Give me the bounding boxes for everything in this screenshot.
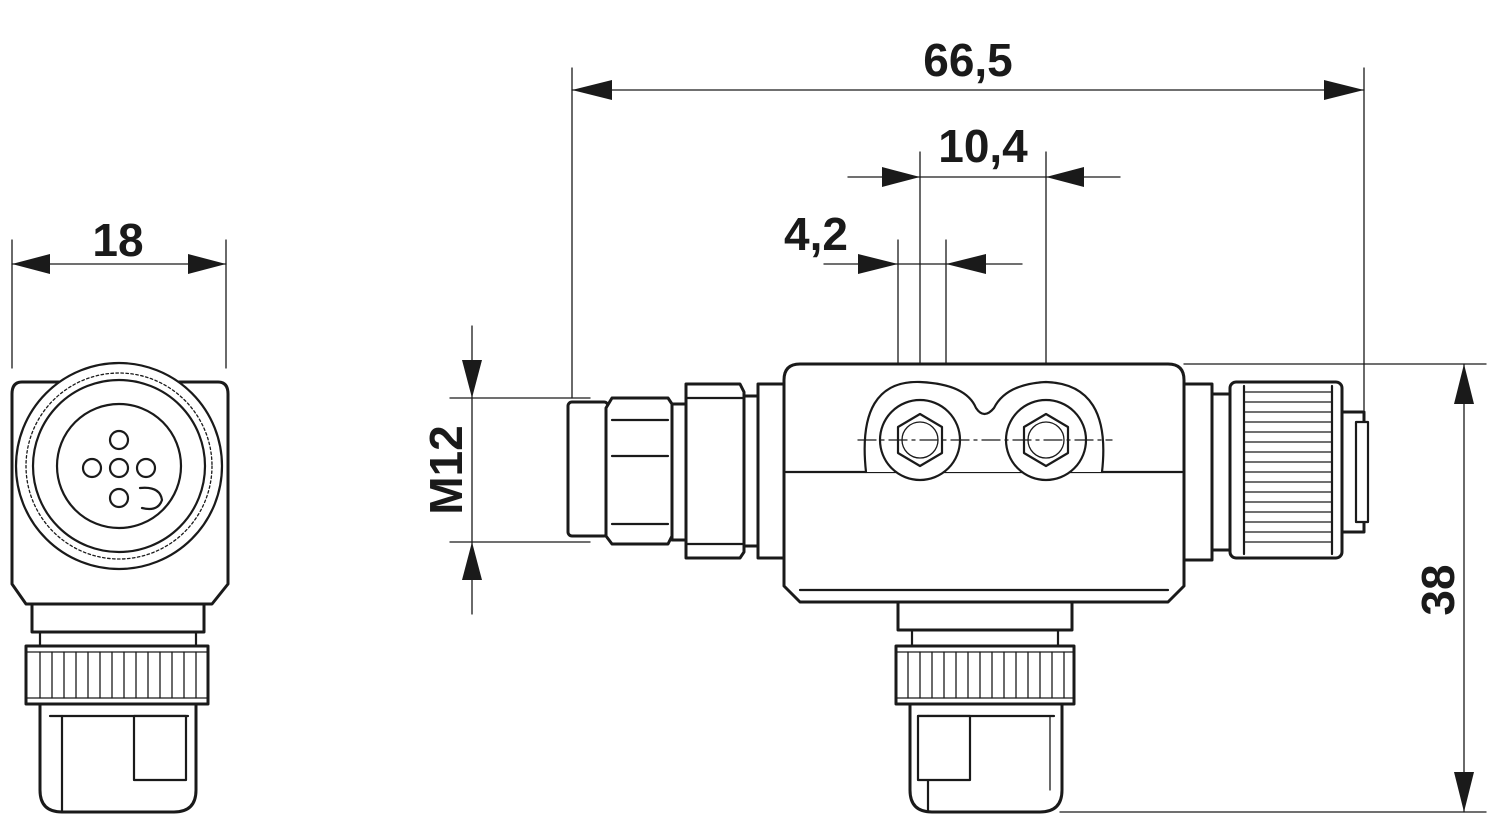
- main-body: [782, 362, 1186, 604]
- contact-pins: [81, 429, 157, 509]
- side-view: 66,5 10,4 4,2 M12: [420, 34, 1487, 814]
- dimension-label-m12: M12: [420, 425, 472, 514]
- dimension-label-10-4: 10,4: [938, 120, 1028, 172]
- contact-carrier: [55, 402, 183, 530]
- keying-notch: [138, 486, 164, 511]
- dimension-label-18: 18: [92, 214, 143, 266]
- dimension-height-38: 38: [1059, 363, 1487, 813]
- end-view-knurled-nut: [24, 630, 210, 706]
- right-m12-socket: [1182, 380, 1370, 562]
- end-view-flat: [132, 714, 188, 782]
- dimension-spacing-10-4: 10,4: [847, 120, 1121, 511]
- end-view: 18: [10, 214, 230, 814]
- knurl-pattern: [25, 372, 213, 560]
- dimension-label-66-5: 66,5: [923, 34, 1013, 86]
- dimension-label-4-2: 4,2: [784, 208, 848, 260]
- dimension-width-18: 18: [11, 214, 227, 369]
- dimension-thread-m12: M12: [420, 325, 591, 615]
- dimension-length-66-5: 66,5: [571, 34, 1365, 411]
- bottom-m12-plug: [894, 600, 1076, 814]
- end-view-neck: [30, 602, 206, 634]
- left-m12-plug: [566, 382, 786, 560]
- dimension-label-38: 38: [1412, 564, 1464, 615]
